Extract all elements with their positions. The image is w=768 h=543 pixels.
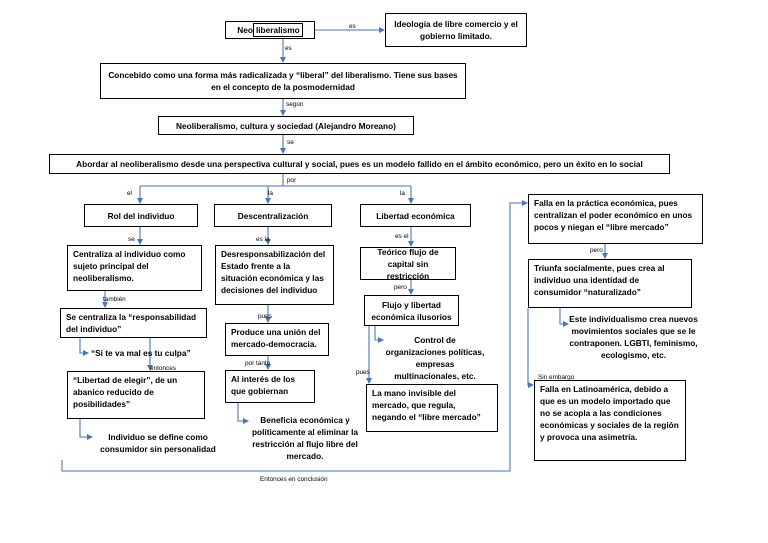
link-es-1: es bbox=[349, 23, 356, 30]
link-el: el bbox=[127, 190, 132, 197]
link-se-2: se bbox=[128, 236, 135, 243]
link-es-2: es bbox=[285, 45, 292, 52]
link-la-1: la bbox=[268, 190, 273, 197]
node-si-te-va-mal: “Si te va mal es tu culpa” bbox=[91, 348, 191, 358]
link-segun: según bbox=[286, 101, 304, 108]
node-concebido: Concebido como una forma más radicalizad… bbox=[100, 63, 466, 99]
link-es-el: es el bbox=[395, 233, 409, 240]
node-ideologia: Ideología de libre comercio y el gobiern… bbox=[385, 13, 527, 47]
link-es-la: es la bbox=[256, 236, 270, 243]
node-individualismo: Este individualismo crea nuevos movimien… bbox=[569, 314, 698, 360]
node-neoliberalismo-highlight: liberalismo bbox=[252, 23, 303, 37]
link-pues-1: pues bbox=[258, 313, 272, 320]
node-mano: La mano invisible del mercado, que regul… bbox=[366, 384, 498, 432]
link-por: por bbox=[287, 177, 297, 184]
node-neoliberalismo-prefix: Neo bbox=[237, 25, 253, 35]
node-triunfa: Triunfa socialmente, pues crea al indivi… bbox=[528, 259, 692, 308]
node-control: Control de organizaciones políticas, emp… bbox=[385, 335, 485, 381]
node-libertad-economica: Libertad económica bbox=[360, 204, 471, 227]
node-centraliza: Centraliza al individuo como sujeto prin… bbox=[67, 245, 202, 291]
link-entonces: entonces bbox=[150, 365, 176, 372]
link-se-1: se bbox=[287, 139, 294, 146]
node-cultura: Neoliberalismo, cultura y sociedad (Alej… bbox=[158, 116, 414, 135]
node-teorico: Teórico flujo de capital sin restricción bbox=[360, 247, 456, 281]
link-la-2: la bbox=[400, 190, 405, 197]
link-pues-2: pues bbox=[356, 369, 370, 376]
node-descentralizacion: Descentralización bbox=[214, 204, 332, 227]
node-falla-latam: Falla en Latinoamérica, debido a que es … bbox=[534, 380, 686, 461]
node-consumidor: Individuo se define como consumidor sin … bbox=[100, 432, 216, 454]
link-pero-2: pero bbox=[590, 247, 603, 254]
node-libertad-elegir: “Libertad de elegir”, de un abanico redu… bbox=[67, 371, 205, 419]
node-rol-individuo: Rol del individuo bbox=[84, 204, 198, 227]
node-abordar: Abordar al neoliberalismo desde una pers… bbox=[49, 154, 670, 174]
link-pero-1: pero bbox=[394, 284, 407, 291]
node-beneficia: Beneficia económica y políticamente al e… bbox=[251, 415, 359, 461]
node-interes: Al interés de los que gobiernan bbox=[225, 370, 315, 403]
link-por-tanto: por tanto bbox=[245, 360, 271, 367]
node-desresponsabilizacion: Desresponsabilización del Estado frente … bbox=[215, 245, 334, 305]
node-falla-practica: Falla en la práctica económica, pues cen… bbox=[528, 194, 703, 244]
link-sin-embargo: Sin embargo bbox=[538, 374, 575, 381]
node-flujo: Flujo y libertad económica ilusorios bbox=[364, 295, 459, 326]
link-entonces-conclusion: Entonces en conclusión bbox=[260, 476, 328, 483]
node-union: Produce una unión del mercado-democracia… bbox=[225, 323, 329, 356]
link-tambien: también bbox=[103, 296, 126, 303]
node-responsabilidad: Se centraliza la “responsabilidad del in… bbox=[60, 308, 207, 338]
